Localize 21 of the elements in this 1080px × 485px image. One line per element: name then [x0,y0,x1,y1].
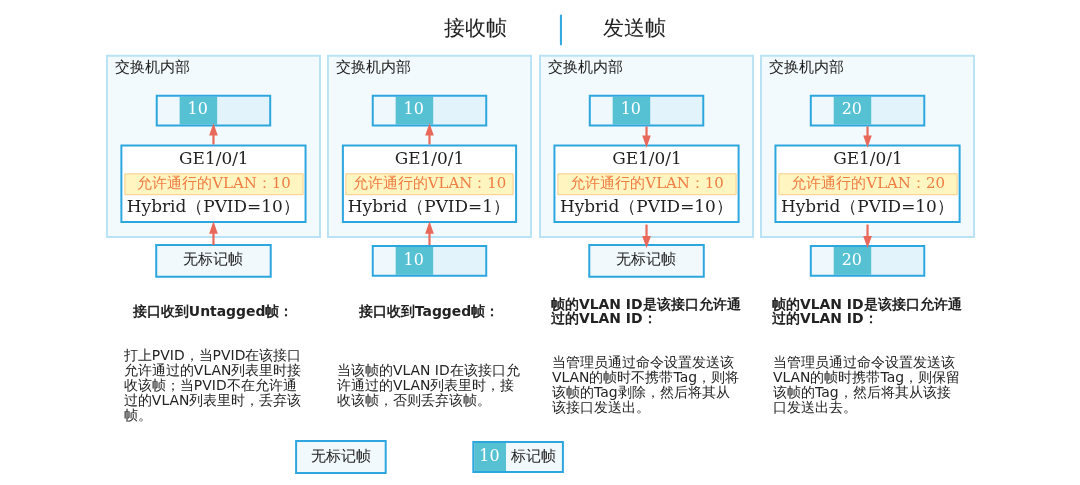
arrow [208,221,218,245]
node-box: 无标记帧 [154,244,272,278]
arrow [424,123,434,145]
label: 接口收到Tagged帧： [358,302,499,319]
label: 打上PVID，当PVID在该接口允许通过的VLAN列表里时接收该帧；当PVID不在允许通过的VLAN列表里时，丢弃该帧。 [123,347,301,423]
node-box: 无标记帧 [587,244,705,278]
node-box: 无标记帧 [294,440,387,474]
label: 当管理员通过命令设置发送该VLAN的帧时携带Tag，则保留该帧的Tag，然后将其从该接口发送出去。 [772,354,960,415]
arrow [424,221,434,245]
arrow [641,224,651,249]
arrow [862,224,872,249]
label: 当该帧的VLAN ID在该接口允许通过的VLAN列表里时，接收该帧，否则丢弃该帧。 [336,362,520,408]
arrow [862,126,872,148]
label: 接收帧 [443,16,507,41]
label: 接口收到Untagged帧： [132,302,293,319]
label: 发送帧 [602,16,666,41]
label: 当管理员通过命令设置发送该VLAN的帧时不携带Tag，则将该帧的Tag剥除，然后将其从该接口发送出。 [551,354,739,415]
arrow [641,126,651,148]
label: 帧的VLAN ID是该接口允许通过的VLAN ID： [550,295,741,326]
arrow [208,123,218,145]
label: 帧的VLAN ID是该接口允许通过的VLAN ID： [771,295,962,326]
